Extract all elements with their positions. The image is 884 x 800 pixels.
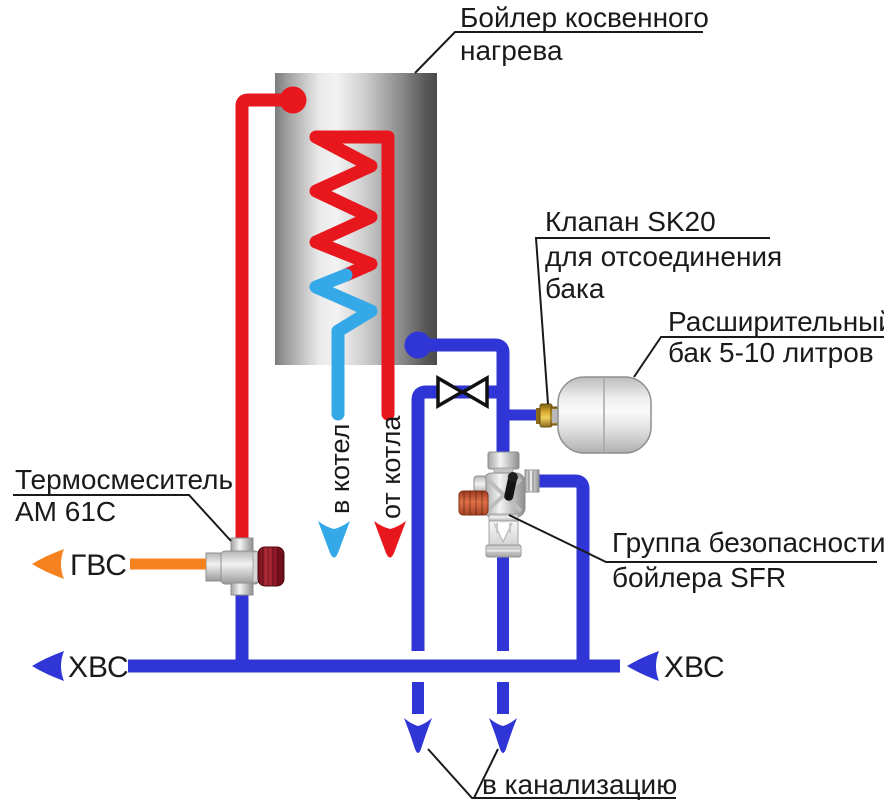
drain-arrow-left: [404, 718, 432, 753]
label-expansion-line2: бак 5-10 литров: [668, 337, 874, 368]
label-mixer-line1: Термосмеситель: [15, 464, 233, 495]
label-expansion-tank: Расширительный бак 5-10 литров: [668, 306, 884, 368]
label-boiler-line2: нагрева: [460, 35, 563, 66]
label-sk20-line2: для отсоединения: [545, 241, 782, 272]
label-expansion-line1: Расширительный: [668, 306, 884, 337]
hvs-right-label: ХВС: [664, 651, 725, 684]
label-safety-group: Группа безопасности бойлера SFR: [612, 527, 884, 593]
heating-coil-hot: [309, 130, 395, 421]
safety-drain-funnel: [488, 520, 519, 548]
from-boiler-label: от котла: [376, 415, 406, 519]
to-boiler-arrow: [318, 521, 350, 558]
label-safety-line1: Группа безопасности: [612, 527, 884, 558]
label-sk20-line1: Клапан SK20: [545, 206, 716, 237]
heating-coil: [309, 130, 395, 421]
label-mixer-line2: АМ 61С: [15, 496, 116, 527]
to-boiler-label: в котел: [325, 424, 355, 514]
thermo-mixer-valve: [205, 537, 285, 596]
pipe-connection-dot-cold: [404, 331, 432, 359]
heating-coil-cold: [309, 268, 378, 421]
gvs-label: ГВС: [70, 549, 127, 582]
expansion-tank: [552, 376, 652, 454]
safety-relief-knob: [458, 490, 489, 516]
hot-supply-pipe: [235, 86, 307, 545]
label-boiler: Бойлер косвенного нагрева: [460, 2, 709, 66]
label-sk20-line3: бака: [545, 273, 605, 304]
gvs-arrow: [32, 549, 64, 579]
safety-group-valve: [458, 451, 540, 558]
gvs-line: [32, 549, 206, 579]
hvs-left-label: ХВС: [68, 651, 129, 684]
hvs-right-arrow: [627, 651, 659, 681]
safety-lever: [504, 472, 518, 501]
label-boiler-line1: Бойлер косвенного: [460, 2, 709, 33]
cold-circuit-pipes: [128, 338, 620, 714]
drain-arrow-right: [489, 718, 517, 753]
hvs-left-arrow: [32, 651, 64, 681]
label-safety-line2: бойлера SFR: [612, 562, 786, 593]
label-sk20: Клапан SK20 для отсоединения бака: [545, 206, 782, 304]
label-mixer: Термосмеситель АМ 61С: [15, 464, 233, 527]
mixer-knob: [252, 546, 285, 587]
from-boiler-arrow: [374, 521, 406, 558]
label-sewer: в канализацию: [482, 769, 677, 800]
callout-lines: [13, 31, 884, 799]
pipe-connection-dot-hot: [279, 86, 307, 114]
shutoff-valve-icon: [436, 374, 489, 410]
